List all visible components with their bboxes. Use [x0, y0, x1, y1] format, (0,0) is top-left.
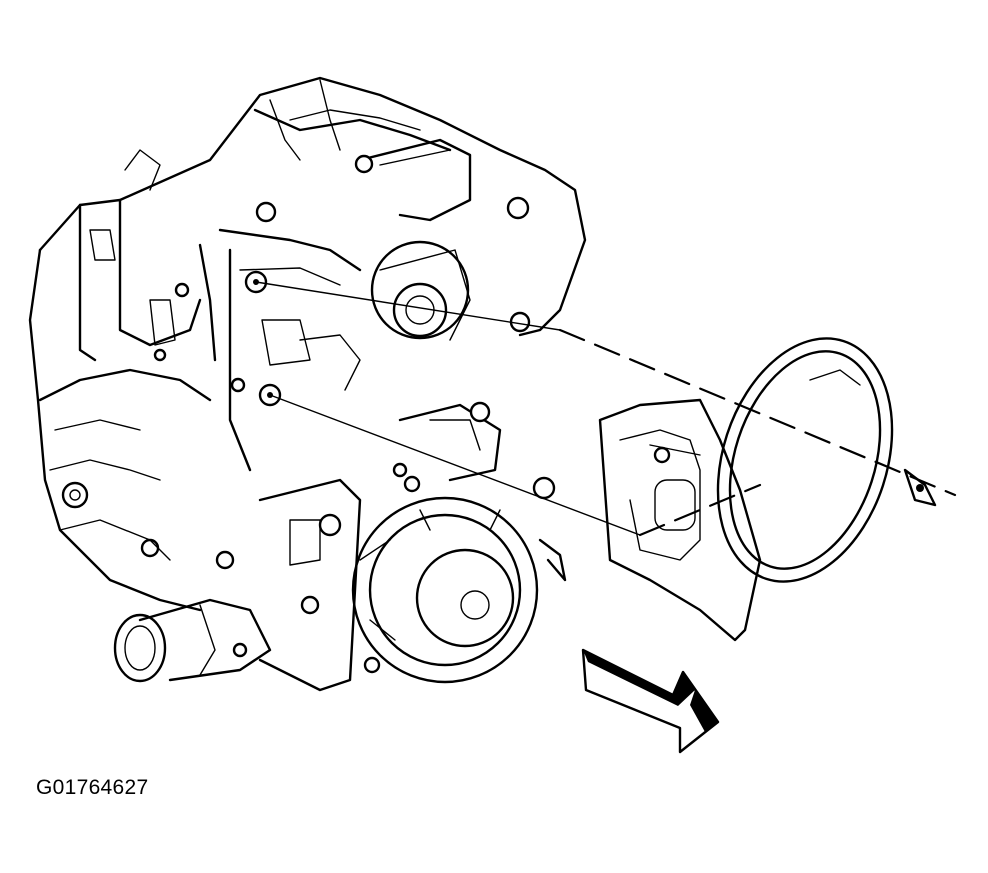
- engine-block: [28, 76, 587, 692]
- figure-code: G01764627: [36, 776, 149, 799]
- front-cover-part: [598, 337, 937, 642]
- arrow-right-icon: [581, 648, 720, 754]
